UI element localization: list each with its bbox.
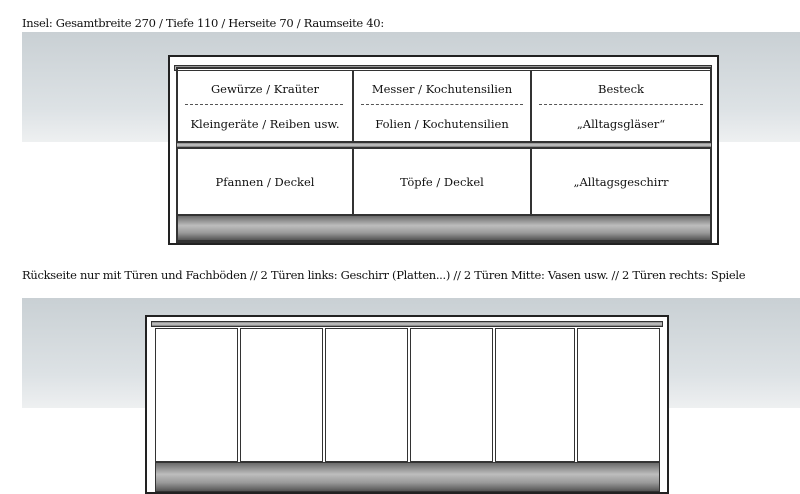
drawer-bottom-2[interactable]: Töpfe / Deckel — [353, 148, 531, 215]
drawer-label-lower: Folien / Kochutensilien — [375, 116, 509, 131]
drawer-label: Pfannen / Deckel — [215, 174, 315, 189]
drawer-label-lower: „Alltagsgläser“ — [576, 116, 666, 131]
drawer-label-upper: Gewürze / Kraüter — [210, 81, 320, 96]
door-4[interactable] — [410, 328, 493, 462]
drawer-label-lower: Kleingeräte / Reiben usw. — [190, 116, 340, 131]
drawer-top-3[interactable]: Besteck „Alltagsgläser“ — [531, 70, 711, 142]
door-2[interactable] — [240, 328, 323, 462]
divider — [361, 104, 523, 105]
drawer-bottom-1[interactable]: Pfannen / Deckel — [177, 148, 353, 215]
drawer-label-upper: Besteck — [598, 81, 644, 96]
drawer-bottom-3[interactable]: „Alltagsgeschirr — [531, 148, 711, 215]
divider — [539, 104, 703, 105]
door-5[interactable] — [495, 328, 575, 462]
drawer-top-2[interactable]: Messer / Kochutensilien Folien / Kochute… — [353, 70, 531, 142]
divider — [185, 104, 343, 105]
drawer-label: „Alltagsgeschirr — [573, 174, 669, 189]
plinth — [155, 462, 660, 492]
door-1[interactable] — [155, 328, 238, 462]
plinth — [177, 215, 711, 241]
front-caption: Insel: Gesamtbreite 270 / Tiefe 110 / He… — [22, 16, 384, 30]
front-cabinet: Gewürze / Kraüter Kleingeräte / Reiben u… — [168, 55, 719, 245]
back-caption: Rückseite nur mit Türen und Fachböden //… — [22, 268, 746, 282]
door-6[interactable] — [577, 328, 660, 462]
drawer-label-upper: Messer / Kochutensilien — [371, 81, 513, 96]
drawer-top-1[interactable]: Gewürze / Kraüter Kleingeräte / Reiben u… — [177, 70, 353, 142]
drawer-label: Töpfe / Deckel — [400, 174, 484, 189]
back-cabinet — [145, 315, 669, 494]
door-3[interactable] — [325, 328, 408, 462]
